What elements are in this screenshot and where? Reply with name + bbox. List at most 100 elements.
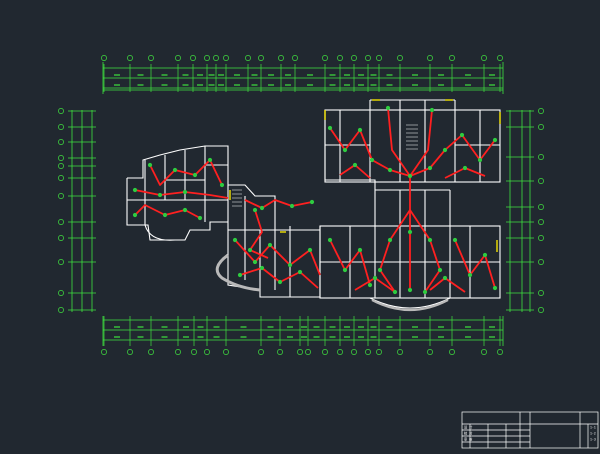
outlet-icon: [259, 265, 265, 271]
outlet-icon: [197, 215, 203, 221]
outlet-icon: [237, 272, 243, 278]
axis-bubble-bottom: [297, 349, 303, 355]
axis-bubble-top: [351, 55, 357, 61]
axis-bubble-bottom: [258, 349, 264, 355]
axis-bubble-bottom: [305, 349, 311, 355]
outlet-icon: [207, 157, 213, 163]
axis-bubble-left: [58, 124, 64, 130]
tb-row3: 审 核: [464, 437, 473, 442]
axis-bubble-bottom: [449, 349, 455, 355]
outlet-icon: [407, 287, 413, 293]
outlet-icon: [309, 199, 315, 205]
axis-bubble-bottom: [277, 349, 283, 355]
outlet-icon: [452, 237, 458, 243]
axis-bubble-bottom: [127, 349, 133, 355]
axis-bubble-right: [538, 178, 544, 184]
axis-bubble-bottom: [397, 349, 403, 355]
outlet-icon: [192, 172, 198, 178]
outlet-icon: [157, 192, 163, 198]
axis-bubble-right: [538, 235, 544, 241]
left-dimension-lines: [71, 110, 93, 312]
axis-bubble-top: [322, 55, 328, 61]
outlet-icon: [437, 267, 443, 273]
axis-bubble-bottom: [175, 349, 181, 355]
axis-bubble-top: [190, 55, 196, 61]
axis-bubble-top: [258, 55, 264, 61]
outlet-icon: [352, 162, 358, 168]
outlet-icon: [385, 105, 391, 111]
axis-bubble-bottom: [101, 349, 107, 355]
axis-bubble-left: [58, 235, 64, 241]
outlet-icon: [482, 252, 488, 258]
axis-bubble-right: [538, 124, 544, 130]
outlet-icon: [492, 285, 498, 291]
axis-bubble-bottom: [497, 349, 503, 355]
outlet-icon: [172, 167, 178, 173]
outlet-icon: [357, 127, 363, 133]
outlet-icon: [407, 229, 413, 235]
tb-note3: 1-3: [590, 438, 596, 442]
balcony-slab: [215, 253, 261, 292]
bottom-dimension-ticks: [103, 316, 501, 346]
axis-bubble-right: [538, 290, 544, 296]
bottom-axis-bubbles: [101, 349, 503, 355]
axis-bubble-left: [58, 163, 64, 169]
axis-bubble-left: [58, 193, 64, 199]
axis-bubble-top: [175, 55, 181, 61]
tb-row1: 设 计: [464, 425, 473, 430]
top-dimension-ticks: [103, 64, 501, 92]
axis-bubble-top: [292, 55, 298, 61]
axis-bubble-top: [427, 55, 433, 61]
axis-bubble-bottom: [365, 349, 371, 355]
outlet-icon: [459, 132, 465, 138]
outlet-icon: [307, 247, 313, 253]
outlet-icon: [387, 237, 393, 243]
axis-bubble-top: [365, 55, 371, 61]
top-dimension-lines: [102, 62, 504, 94]
axis-bubble-top: [337, 55, 343, 61]
outlet-icon: [267, 242, 273, 248]
outlet-icon: [429, 107, 435, 113]
outlet-icon: [132, 212, 138, 218]
axis-bubble-bottom: [351, 349, 357, 355]
axis-bubble-left: [58, 175, 64, 181]
axis-bubble-bottom: [148, 349, 154, 355]
axis-bubble-left: [58, 108, 64, 114]
outlet-icon: [372, 275, 378, 281]
tb-note1: 1-1: [590, 426, 596, 430]
bottom-dimension-labels: [114, 326, 495, 338]
outlet-icon: [327, 237, 333, 243]
outlet-icon: [342, 147, 348, 153]
axis-bubble-bottom: [376, 349, 382, 355]
axis-bubble-right: [538, 307, 544, 313]
axis-bubble-top: [204, 55, 210, 61]
outlet-icon: [462, 165, 468, 171]
outlet-icon: [427, 165, 433, 171]
outlet-icon: [132, 187, 138, 193]
right-dimension-ticks: [506, 110, 534, 311]
outlet-icon: [357, 247, 363, 253]
top-axis-bubbles: [101, 55, 503, 61]
axis-bubble-bottom: [223, 349, 229, 355]
axis-bubble-bottom: [337, 349, 343, 355]
axis-bubble-top: [223, 55, 229, 61]
outlet-icon: [327, 125, 333, 131]
outlet-icon: [252, 207, 258, 213]
right-axis-bubbles: [538, 108, 544, 313]
axis-bubble-top: [127, 55, 133, 61]
axis-bubble-right: [538, 108, 544, 114]
stair-hatch: [232, 124, 418, 207]
electrical-devices: [132, 105, 498, 295]
axis-bubble-left: [58, 259, 64, 265]
axis-bubble-bottom: [481, 349, 487, 355]
outlet-icon: [427, 237, 433, 243]
yellow-wall-segments: [229, 99, 501, 252]
axis-bubble-right: [538, 259, 544, 265]
left-axis-bubbles: [58, 108, 64, 313]
axis-bubble-left: [58, 290, 64, 296]
outlet-icon: [407, 173, 413, 179]
title-block-text: 设 计 校 对 审 核 1-1 1-2 1-3: [464, 425, 596, 442]
axis-bubble-top: [213, 55, 219, 61]
outlet-icon: [377, 267, 383, 273]
